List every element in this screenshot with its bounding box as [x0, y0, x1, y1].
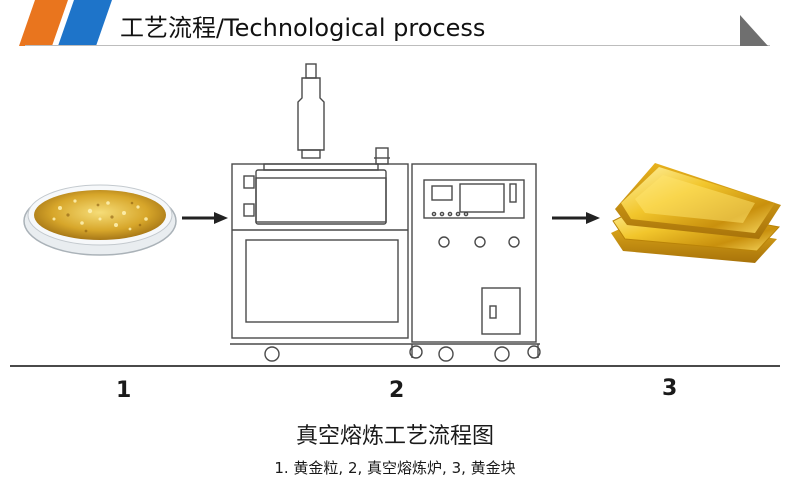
- ground-line: [10, 365, 780, 367]
- step-number-2: 2: [389, 378, 405, 403]
- step-number-3: 3: [662, 376, 678, 401]
- arrow-right-icon: [182, 212, 228, 224]
- header-divider: [25, 45, 770, 46]
- corner-triangle-icon: [740, 15, 768, 46]
- page-title: 工艺流程/Technological process: [120, 14, 486, 42]
- diagram-caption: 真空熔炼工艺流程图: [295, 424, 494, 449]
- arrow-right-icon: [552, 212, 600, 224]
- header-stripes: [19, 0, 112, 46]
- gold-ingot-stack-icon: [611, 163, 781, 263]
- gold-granules-dish-icon: [23, 184, 177, 256]
- vacuum-melting-furnace-icon: [230, 63, 541, 362]
- step-number-1: 1: [116, 378, 132, 403]
- diagram-legend: 1. 黄金粒, 2, 真空熔炼炉, 3, 黄金块: [274, 459, 516, 477]
